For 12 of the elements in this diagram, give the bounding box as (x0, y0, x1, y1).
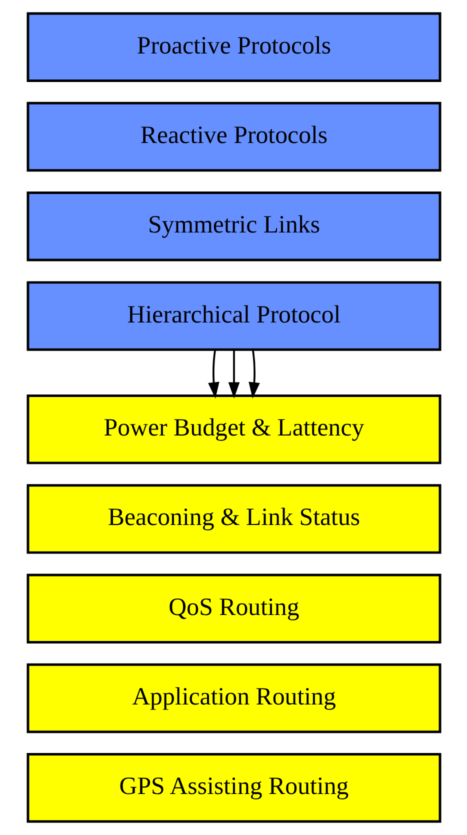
node-box: Hierarchical Protocol (26, 281, 441, 351)
node-box: Proactive Protocols (26, 12, 441, 82)
node-box: Reactive Protocols (26, 102, 441, 172)
node-box: Beaconing & Link Status (26, 484, 441, 554)
arrow (208, 350, 219, 398)
arrow (228, 350, 240, 398)
node-box: GPS Assisting Routing (26, 752, 441, 823)
node-box: Application Routing (26, 663, 441, 734)
node-box: QoS Routing (26, 574, 441, 644)
node-box: Power Budget & Lattency (26, 394, 441, 464)
node-box: Symmetric Links (26, 192, 441, 262)
arrow (248, 350, 260, 398)
